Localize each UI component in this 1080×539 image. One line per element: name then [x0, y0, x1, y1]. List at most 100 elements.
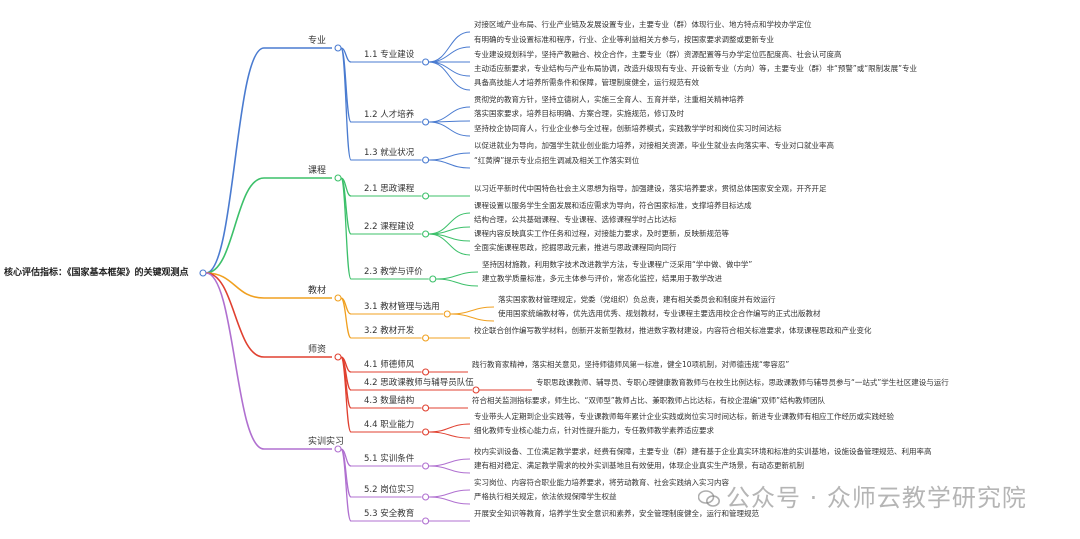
- sub-collapse-dot[interactable]: [422, 192, 430, 200]
- root-collapse-dot[interactable]: [199, 269, 207, 277]
- sub-node: 3.2 教材开发: [364, 326, 415, 336]
- leaf-node: 专职思政课教师、辅导员、专职心理健康教育教师与在校生比例达标，思政课教师与辅导员…: [536, 378, 949, 387]
- sub-collapse-dot[interactable]: [422, 230, 430, 238]
- major-collapse-dot[interactable]: [334, 44, 342, 52]
- sub-node: 4.1 师德师风: [364, 360, 415, 370]
- connector-major-sub: [340, 297, 352, 339]
- major-node: 专业: [308, 36, 327, 46]
- sub-node: 4.2 思政课教师与辅导员队伍: [364, 378, 474, 388]
- sub-collapse-dot[interactable]: [422, 118, 430, 126]
- leaf-node: 专业建设规划科学，坚持产教融合、校企合作，主要专业（群）资源配置等与办学定位匹配…: [474, 50, 842, 59]
- leaf-node: 符合相关监测指标要求，师生比、“双师型”教师占比、兼职教师占比达标，有校企混编“…: [472, 396, 826, 405]
- leaf-node: 课程设置以服务学生全面发展和适应需求为导向，符合国家标准，支撑培养目标达成: [474, 201, 752, 210]
- root-node: 核心评估指标：《国家基本框架》的关键观测点: [4, 268, 189, 278]
- leaf-node: 以习近平新时代中国特色社会主义思想为指导，加强建设，落实培养要求，贯彻总体国家安…: [474, 184, 827, 193]
- sub-collapse-dot[interactable]: [422, 58, 430, 66]
- connector-root-major: [205, 272, 265, 299]
- sub-node: 2.2 课程建设: [364, 222, 415, 232]
- major-collapse-dot[interactable]: [334, 174, 342, 182]
- sub-collapse-dot[interactable]: [422, 404, 430, 412]
- connector-sub-leaf: [428, 233, 471, 256]
- connector-sub-leaf: [450, 313, 495, 322]
- leaf-node: 落实国家要求，培养目标明确、方案合理，实施规范，修订及时: [474, 109, 684, 118]
- connector-sub-leaf: [428, 423, 471, 433]
- connector-sub-leaf: [428, 106, 471, 123]
- leaf-node: 严格执行相关规定，依法依规保障学生权益: [474, 492, 617, 501]
- sub-node: 1.3 就业状况: [364, 148, 415, 158]
- connector-major-sub: [340, 177, 352, 280]
- sub-node: 2.1 思政课程: [364, 184, 415, 194]
- major-node: 教材: [308, 286, 327, 296]
- sub-collapse-dot[interactable]: [422, 462, 430, 470]
- connector-sub-leaf: [428, 431, 471, 439]
- connector-sub-leaf: [428, 496, 471, 505]
- sub-node: 2.3 教学与评价: [364, 267, 423, 277]
- connector-root-major: [205, 272, 265, 450]
- major-node: 课程: [308, 166, 327, 176]
- leaf-node: 开展安全知识等教育，培养学生安全意识和素养，安全管理制度健全，运行和管理规范: [474, 509, 759, 518]
- leaf-node: 建立教学质量标准，多元主体参与评价，常态化监控，结果用于教学改进: [482, 274, 722, 283]
- sub-collapse-dot[interactable]: [422, 368, 430, 376]
- sub-node: 4.4 职业能力: [364, 420, 415, 430]
- leaf-node: 课程内容反映真实工作任务和过程，对接能力要求，及时更新，反映新规范等: [474, 229, 729, 238]
- watermark: 公众号 · 众师云教学研究院: [698, 478, 1027, 513]
- sub-node: 5.3 安全教育: [364, 509, 415, 519]
- connector-major-sub: [340, 356, 352, 433]
- major-node: 实训实习: [308, 437, 345, 447]
- watermark-text: 公众号 · 众师云教学研究院: [726, 484, 1027, 512]
- connector-root-major: [205, 47, 265, 274]
- connector-sub-leaf: [435, 271, 479, 280]
- leaf-node: 建有相对稳定、满足教学需求的校外实训基地且有效使用，体现企业真实生产场景，有动态…: [474, 461, 804, 470]
- leaf-node: 践行教育家精神，落实相关意见，坚持师德师风第一标准，健全10项机制，对师德违规“…: [472, 360, 790, 369]
- leaf-node: 贯彻党的教育方针，坚持立德树人，实施三全育人、五育并举，注重相关精神培养: [474, 95, 744, 104]
- leaf-node: 主动适应新要求，专业结构与产业布局协调，改造升级现有专业、开设新专业（方向）等，…: [474, 64, 918, 73]
- leaf-node: 实习岗位、内容符合职业能力培养要求，将劳动教育、社会实践纳入实习内容: [474, 478, 729, 487]
- leaf-node: 对接区域产业布局、行业产业链及发展设置专业，主要专业（群）体现行业、地方特点和学…: [474, 20, 812, 29]
- leaf-node: 结构合理，公共基础课程、专业课程、选修课程学时占比达标: [474, 215, 677, 224]
- connector-major-sub: [340, 448, 352, 522]
- leaf-node: 专业带头人定期到企业实践等，专业课教师每年累计企业实践或岗位实习时间达标，新进专…: [474, 412, 894, 421]
- leaf-node: 全面实施课程思政，挖掘思政元素，推进与思政课程同向同行: [474, 243, 677, 252]
- sub-collapse-dot[interactable]: [443, 310, 451, 318]
- connector-sub-leaf: [428, 159, 471, 169]
- sub-node: 5.2 岗位实习: [364, 485, 415, 495]
- sub-collapse-dot[interactable]: [422, 428, 430, 436]
- sub-node: 1.2 人才培养: [364, 110, 415, 120]
- sub-node: 5.1 实训条件: [364, 454, 415, 464]
- connector-sub-leaf: [428, 61, 471, 77]
- connector-sub-leaf: [428, 31, 471, 63]
- connector-sub-leaf: [428, 46, 471, 63]
- leaf-node: 使用国家统编教材等，优先选用优秀、规划教材，专业课程主要选用校企合作编写的正式出…: [498, 309, 821, 318]
- sub-collapse-dot[interactable]: [422, 517, 430, 525]
- leaf-node: 有明确的专业设置标准和程序，行业、企业等利益相关方参与，按国家要求调整或更新专业: [474, 35, 774, 44]
- sub-collapse-dot[interactable]: [422, 334, 430, 342]
- wechat-icon: [698, 490, 720, 507]
- connector-sub-leaf: [450, 306, 495, 315]
- connector-sub-leaf: [428, 465, 471, 474]
- leaf-node: “红黄牌”提示专业点招生调减及相关工作落实到位: [474, 156, 640, 165]
- leaf-node: 校内实训设备、工位满足教学要求，经费有保障，主要专业（群）建有基于企业真实环境和…: [474, 447, 932, 456]
- connector-sub-leaf: [435, 278, 479, 287]
- connector-major-sub: [340, 47, 352, 161]
- leaf-node: 落实国家教材管理规定，党委（党组织）负总责，建有相关委员会和制度并有效运行: [498, 295, 776, 304]
- connector-sub-leaf: [428, 61, 471, 91]
- major-collapse-dot[interactable]: [334, 294, 342, 302]
- connector-root-major: [205, 272, 265, 358]
- sub-node: 1.1 专业建设: [364, 50, 415, 60]
- major-node: 师资: [308, 345, 327, 355]
- leaf-node: 坚持校企协同育人，行业企业参与全过程，创新培养模式，实践教学学时和岗位实习时间达…: [474, 124, 782, 133]
- connector-sub-leaf: [428, 489, 471, 498]
- leaf-node: 具备高技能人才培养所需条件和保障，管理制度健全，运行规范有效: [474, 78, 699, 87]
- sub-collapse-dot[interactable]: [422, 493, 430, 501]
- connector-sub-leaf: [428, 121, 471, 137]
- sub-node: 3.1 教材管理与选用: [364, 302, 440, 312]
- leaf-node: 坚持因材施教，利用数字技术改进教学方法，专业课程广泛采用“学中做、做中学”: [482, 260, 753, 269]
- sub-collapse-dot[interactable]: [429, 275, 437, 283]
- leaf-node: 以促进就业为导向，加强学生就业创业能力培养，对接相关资源，毕业生就业去向落实率、…: [474, 141, 834, 150]
- connector-root-major: [205, 177, 265, 274]
- sub-collapse-dot[interactable]: [422, 156, 430, 164]
- connector-sub-leaf: [428, 458, 471, 467]
- major-collapse-dot[interactable]: [334, 353, 342, 361]
